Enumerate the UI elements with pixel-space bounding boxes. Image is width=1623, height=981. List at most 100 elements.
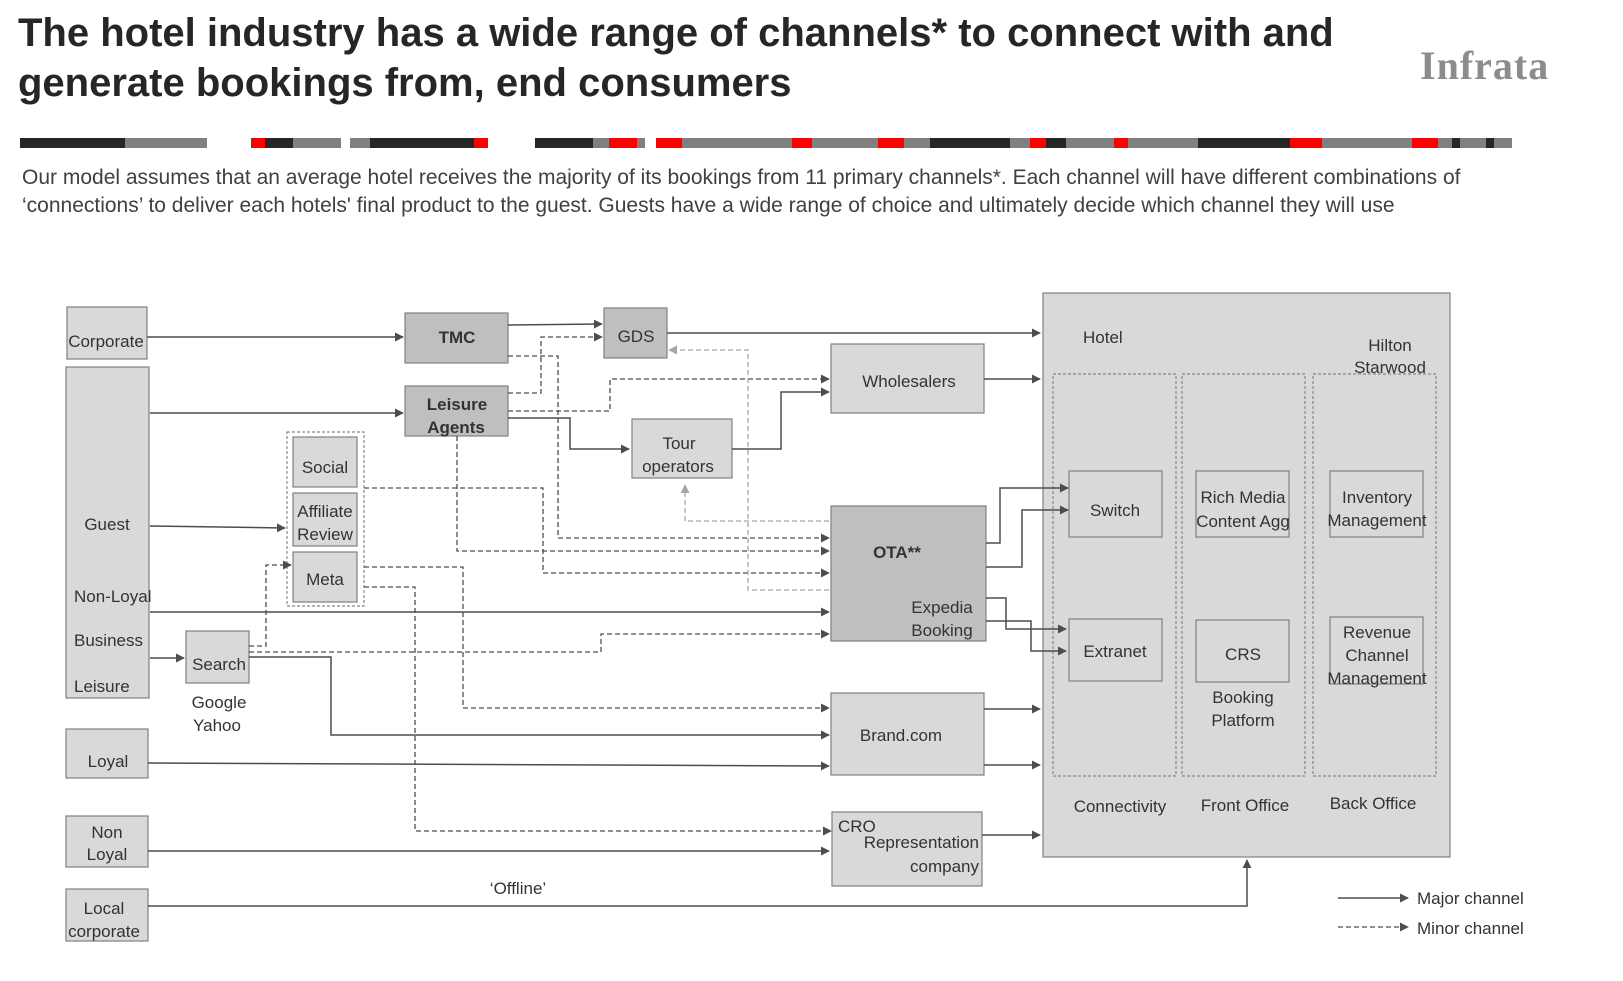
hotel-chains-label-a: Hilton bbox=[1368, 336, 1411, 355]
arrow-guest-social bbox=[149, 523, 286, 533]
corporate-label: Corporate bbox=[68, 332, 144, 351]
cro-representation-label-a: Representation bbox=[864, 833, 979, 852]
brand-com-box bbox=[830, 692, 985, 776]
affiliate-review-box bbox=[292, 492, 358, 547]
leisure-label: Leisure bbox=[74, 677, 130, 696]
revenue-label-a: Revenue bbox=[1343, 623, 1411, 642]
arrow-ota-switch-2 bbox=[986, 505, 1069, 568]
local-corporate-label-a: Local bbox=[84, 899, 125, 918]
meta-label: Meta bbox=[306, 570, 344, 589]
connectivity-column bbox=[1052, 373, 1177, 777]
arrow-search-meta-minor bbox=[249, 560, 292, 647]
inventory-box bbox=[1329, 470, 1424, 538]
infrata-logo: Infrata bbox=[1420, 43, 1550, 88]
arrow-search-brand bbox=[249, 656, 830, 740]
rich-media-label-b: Content Agg bbox=[1196, 512, 1290, 531]
local-corporate-box bbox=[65, 888, 149, 942]
hotel-chains-label-b: Starwood bbox=[1354, 358, 1426, 377]
cro-representation-label-b: company bbox=[910, 857, 979, 876]
hotel-label: Hotel bbox=[1083, 328, 1123, 347]
extranet-label: Extranet bbox=[1083, 642, 1147, 661]
guest-label: Guest bbox=[84, 515, 130, 534]
crs-label: CRS bbox=[1225, 645, 1261, 664]
front-office-column bbox=[1181, 373, 1306, 777]
loyal-box bbox=[65, 728, 149, 779]
affiliate-review-label-a: Affiliate bbox=[297, 502, 352, 521]
search-label: Search bbox=[192, 655, 246, 674]
ota-example-a: Expedia bbox=[911, 598, 973, 617]
gds-box bbox=[603, 307, 668, 359]
revenue-label-c: Management bbox=[1327, 669, 1427, 688]
arrow-local-corporate-hotel bbox=[148, 859, 1252, 907]
non-loyal-box bbox=[65, 815, 149, 868]
arrow-meta-cro-minor bbox=[364, 586, 832, 836]
arrow-ota-tour-minor bbox=[680, 484, 829, 522]
leisure-agents-label-a: Leisure bbox=[427, 395, 487, 414]
wholesalers-label: Wholesalers bbox=[862, 372, 956, 391]
intro-paragraph: Our model assumes that an average hotel … bbox=[22, 166, 1461, 217]
social-box bbox=[292, 436, 358, 488]
meta-box bbox=[292, 551, 358, 603]
arrow-search-ota-minor bbox=[249, 629, 830, 653]
back-office-column bbox=[1312, 373, 1437, 777]
crs-box bbox=[1195, 619, 1290, 683]
social-group-box bbox=[286, 431, 365, 607]
search-example-a: Google bbox=[192, 693, 247, 712]
arrow-leisure-wholesalers-minor bbox=[508, 374, 830, 412]
switch-label: Switch bbox=[1090, 501, 1140, 520]
rich-media-box bbox=[1195, 470, 1290, 538]
tour-operators-label-a: Tour bbox=[662, 434, 695, 453]
arrow-tmc-ota-minor bbox=[508, 355, 830, 543]
non-loyal-2-label-b: Loyal bbox=[87, 845, 128, 864]
front-office-label: Front Office bbox=[1201, 796, 1290, 815]
rich-media-label-a: Rich Media bbox=[1200, 488, 1286, 507]
cro-box bbox=[831, 811, 983, 887]
loyal-label: Loyal bbox=[88, 752, 129, 771]
guest-box bbox=[65, 366, 150, 699]
revenue-label-b: Channel bbox=[1345, 646, 1408, 665]
arrow-social-ota-minor bbox=[364, 487, 830, 578]
booking-platform-label-a: Booking bbox=[1212, 688, 1273, 707]
non-loyal-2-label-a: Non bbox=[91, 823, 122, 842]
ota-example-b: Booking bbox=[911, 621, 972, 640]
ota-box bbox=[830, 505, 987, 642]
tmc-label: TMC bbox=[439, 328, 476, 347]
leisure-agents-box bbox=[404, 385, 509, 437]
tour-operators-label-b: operators bbox=[642, 457, 714, 476]
corporate-box bbox=[66, 306, 148, 360]
arrow-loyal-brand bbox=[147, 761, 830, 771]
legend-minor-label: Minor channel bbox=[1417, 919, 1524, 938]
non-loyal-label: Non-Loyal bbox=[74, 587, 152, 606]
page-title: The hotel industry has a wide range of c… bbox=[18, 11, 1334, 105]
search-example-b: Yahoo bbox=[193, 716, 241, 735]
hotel-container bbox=[1042, 292, 1451, 858]
switch-box bbox=[1068, 470, 1163, 538]
connectivity-label: Connectivity bbox=[1074, 797, 1167, 816]
gds-label: GDS bbox=[618, 327, 655, 346]
inventory-label-a: Inventory bbox=[1342, 488, 1412, 507]
arrow-meta-brand-minor bbox=[364, 566, 830, 713]
tmc-box bbox=[404, 312, 509, 364]
affiliate-review-label-b: Review bbox=[297, 525, 353, 544]
social-label: Social bbox=[302, 458, 348, 477]
arrow-leisure-agents-tour bbox=[508, 417, 630, 454]
brand-com-label: Brand.com bbox=[860, 726, 942, 745]
business-label: Business bbox=[74, 631, 143, 650]
local-corporate-label-b: corporate bbox=[68, 922, 140, 941]
revenue-box bbox=[1329, 616, 1424, 685]
arrow-ota-extranet-2 bbox=[986, 620, 1067, 656]
offline-label: ‘Offline’ bbox=[490, 879, 546, 898]
arrow-ota-extranet-1 bbox=[986, 597, 1067, 634]
arrow-tour-wholesalers bbox=[732, 387, 830, 450]
cro-label: CRO bbox=[838, 817, 876, 836]
back-office-label: Back Office bbox=[1330, 794, 1417, 813]
arrow-leisure-gds-minor bbox=[508, 332, 603, 394]
ota-label: OTA** bbox=[873, 543, 921, 562]
legend-major-label: Major channel bbox=[1417, 889, 1524, 908]
inventory-label-b: Management bbox=[1327, 511, 1427, 530]
tour-operators-box bbox=[631, 418, 733, 479]
extranet-box bbox=[1068, 618, 1163, 682]
arrow-tmc-gds bbox=[507, 319, 603, 329]
booking-platform-label-b: Platform bbox=[1211, 711, 1274, 730]
